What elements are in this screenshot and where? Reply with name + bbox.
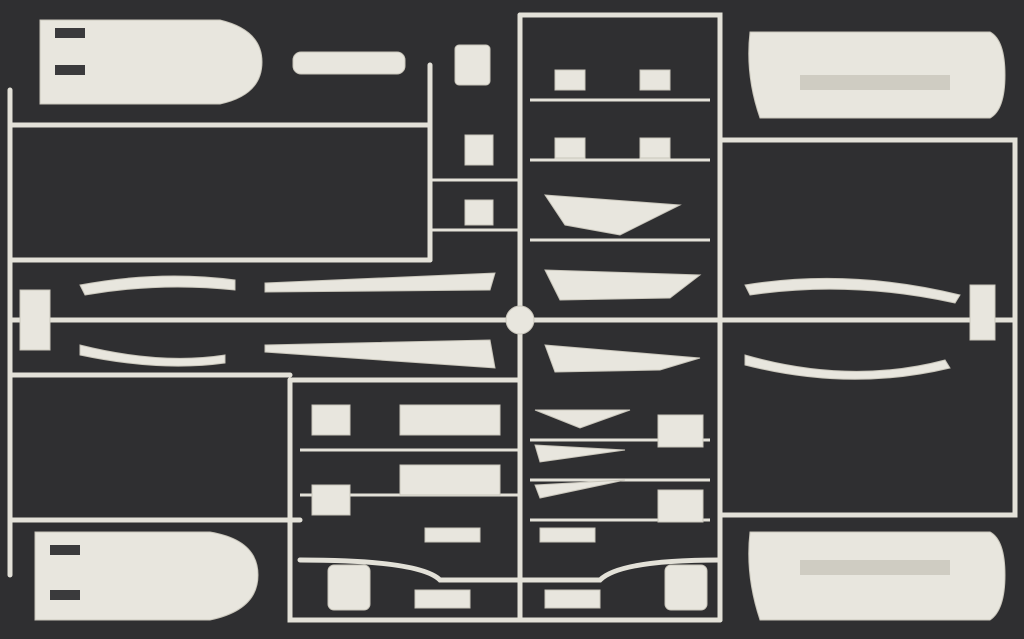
gear-part <box>454 44 491 86</box>
engine-nacelle-top-right <box>748 31 1006 119</box>
engine-nacelle-top-left <box>39 19 263 105</box>
engine-nacelle-bottom-left <box>34 531 259 621</box>
small-parts <box>19 69 996 611</box>
curved-frames <box>79 275 961 380</box>
engine-nacelle-bottom-right <box>748 531 1006 621</box>
cylinder-part <box>292 51 406 75</box>
wing-flaps <box>264 194 702 373</box>
sprue-frame <box>7 12 1018 623</box>
